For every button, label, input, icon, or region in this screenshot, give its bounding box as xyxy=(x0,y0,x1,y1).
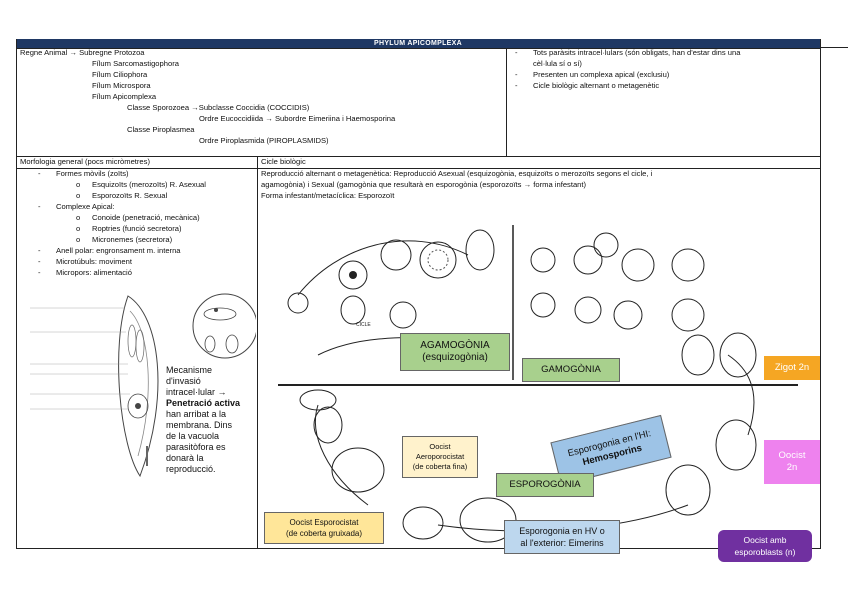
agamogonia-sub: (esquizogònia) xyxy=(422,352,488,363)
taxonomy-line: Fílum Apicomplexa xyxy=(92,92,157,101)
page-title: PHYLUM APICOMPLEXA xyxy=(16,39,820,48)
oocist-2n-box: Oocist 2n xyxy=(764,440,820,484)
table-border xyxy=(820,39,821,548)
esporogonia-hv-box: Esporogonia en HV o al l'exterior: Eimer… xyxy=(504,520,620,554)
morph-item: Formes mòvils (zoïts) xyxy=(56,169,129,178)
morph-item: Complexe Apical: xyxy=(56,202,115,211)
bullet: - xyxy=(38,169,41,178)
cycle-text: Reproducció alternant o metagenètica: Re… xyxy=(261,169,653,178)
morph-item: Anell polar: engronsament m. interna xyxy=(56,246,181,255)
table-border xyxy=(16,156,821,157)
morph-item: Esporozoïts R. Sexual xyxy=(92,191,168,200)
note-line: de la vacuola xyxy=(166,431,220,441)
esporogonia-box: ESPOROGÒNIA xyxy=(496,473,594,497)
table-border xyxy=(506,48,507,156)
table-border xyxy=(16,548,821,549)
oocist-2n-sub: 2n xyxy=(786,462,798,473)
esporogonia-label: ESPOROGÒNIA xyxy=(509,479,581,490)
oocist-amb-sub: esporoblasts (n) xyxy=(734,547,796,557)
taxonomy-line: Classe Piroplasmea xyxy=(127,125,195,134)
bullet: - xyxy=(515,48,518,57)
oocist-2n-label: Oocist xyxy=(778,450,806,461)
morph-item: Esquizoïts (merozoïts) R. Asexual xyxy=(92,180,206,189)
bullet: o xyxy=(76,224,81,233)
note-line: parasitòfora es xyxy=(166,442,226,452)
morph-item: Micronemes (secretora) xyxy=(92,235,173,244)
page-rule xyxy=(821,47,848,48)
taxonomy-line: Classe Sporozoea →Subclasse Coccidia (CO… xyxy=(127,103,310,112)
table-border xyxy=(16,48,820,49)
bullet: o xyxy=(76,191,81,200)
svg-text:CICLE: CICLE xyxy=(356,322,371,328)
bullet: - xyxy=(38,246,41,255)
oocist-esporocistat-sub: (de coberta gruixada) xyxy=(285,529,363,538)
cycle-text: Forma infestant/metacíclica: Esporozoït xyxy=(261,191,395,200)
taxonomy-line: Fílum Ciliophora xyxy=(92,70,148,79)
note-line: Penetració activa xyxy=(166,398,241,408)
agamogonia-label: AGAMOGÒNIA xyxy=(420,340,490,351)
morph-header: Morfologia general (pocs micròmetres) xyxy=(20,157,150,166)
morph-item: Roptries (funció secretora) xyxy=(92,224,182,233)
bullet: o xyxy=(76,213,81,222)
oocist-esporocistat-box: Oocist Esporocistat (de coberta gruixada… xyxy=(264,512,384,544)
gamogonia-box: GAMOGÒNIA xyxy=(522,358,620,382)
table-border xyxy=(257,156,258,548)
agamogonia-box: AGAMOGÒNIA (esquizogònia) xyxy=(400,333,510,371)
bullet: - xyxy=(38,268,41,277)
morph-item: Conoide (penetració, mecànica) xyxy=(92,213,200,222)
cycle-text: agamogònia) i Sexual (gamogònia que resu… xyxy=(261,180,587,189)
zigot-box: Zigot 2n xyxy=(764,356,820,380)
esporogonia-hv-label: Esporogonia en HV o xyxy=(519,526,605,536)
feature-item: cèl·lula sí o sí) xyxy=(533,59,582,68)
note-line: han arribat a la xyxy=(166,409,227,419)
taxonomy-line: Ordre Piroplasmida (PIROPLASMIDS) xyxy=(199,136,329,145)
note-line: Mecanisme xyxy=(166,365,213,375)
oocist-esporocistat-label: Oocist Esporocistat xyxy=(289,518,359,527)
table-border xyxy=(16,168,821,169)
note-line: d'invasió xyxy=(166,376,201,386)
oocist-aero-label: Oocist xyxy=(429,442,451,451)
esporogonia-hv-sub: al l'exterior: Eimerins xyxy=(520,538,604,548)
bullet: - xyxy=(515,81,518,90)
taxonomy-line: Ordre Eucoccidiida → Subordre Eimeriina … xyxy=(199,114,396,123)
oocist-amb-box: Oocist amb esporoblasts (n) xyxy=(718,530,812,562)
note-line: intracel·lular → xyxy=(166,387,227,397)
feature-item: Cicle biològic alternant o metagenètic xyxy=(533,81,660,90)
note-line: membrana. Dins xyxy=(166,420,233,430)
bullet: - xyxy=(38,257,41,266)
gamogonia-label: GAMOGÒNIA xyxy=(541,364,601,375)
bullet: o xyxy=(76,235,81,244)
oocist-aero-sub: Aeroporocistat xyxy=(415,452,465,461)
bullet: - xyxy=(515,70,518,79)
morph-item: Microtúbuls: moviment xyxy=(56,257,132,266)
oocist-amb-label: Oocist amb xyxy=(743,535,787,545)
bullet: o xyxy=(76,180,81,189)
table-border xyxy=(16,39,17,548)
bullet: - xyxy=(38,202,41,211)
zigot-label: Zigot 2n xyxy=(774,362,810,373)
feature-item: Presenten un complexa apical (exclusiu) xyxy=(533,70,670,79)
taxonomy-line: Regne Animal → Subregne Protozoa xyxy=(20,48,145,57)
cycle-header: Cicle biològic xyxy=(261,157,306,166)
morph-item: Micropors: alimentació xyxy=(56,268,132,277)
feature-item: Tots paràsits intracel·lulars (són oblig… xyxy=(533,48,741,57)
oocist-aero-sub2: (de coberta fina) xyxy=(412,462,468,471)
oocist-aero-box: Oocist Aeroporocistat (de coberta fina) xyxy=(402,436,478,478)
note-line: reproducció. xyxy=(166,464,216,474)
zoite-illustration xyxy=(30,293,256,478)
taxonomy-line: Fílum Sarcomastigophora xyxy=(92,59,179,68)
note-line: donarà la xyxy=(166,453,204,463)
taxonomy-line: Fílum Microspora xyxy=(92,81,151,90)
